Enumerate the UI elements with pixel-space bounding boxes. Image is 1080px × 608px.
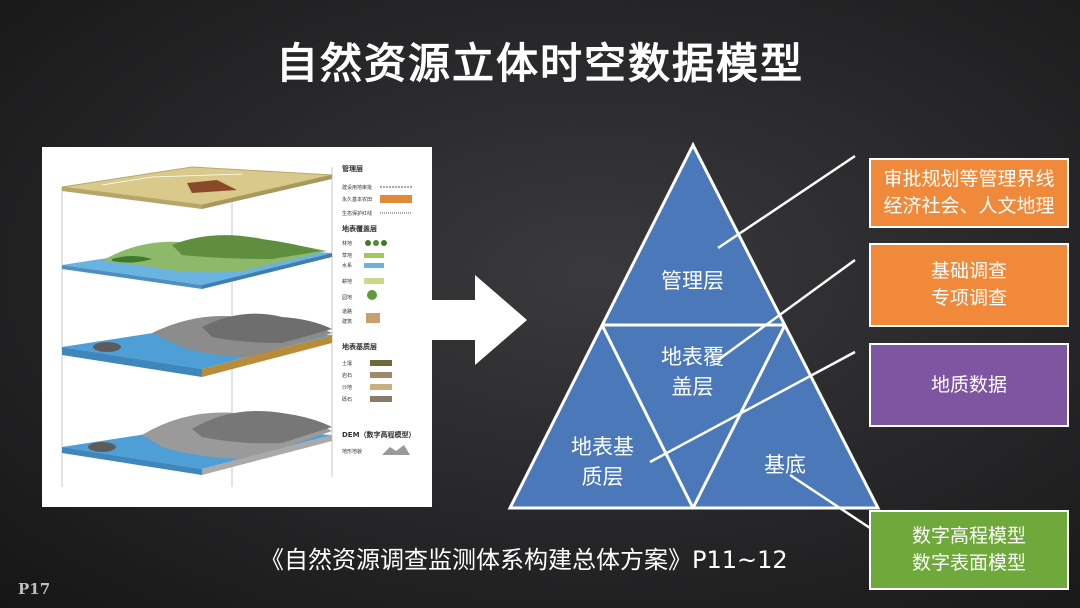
pyramid-label-middle-line1: 地表覆	[661, 345, 724, 369]
legend-item: 生态保护红线	[342, 210, 372, 217]
box-line: 专项调查	[930, 287, 1007, 309]
legend-item: 砾石	[342, 396, 352, 403]
legend-item: 建筑	[342, 318, 352, 325]
legend-item: 水系	[342, 262, 352, 269]
pyramid-label-top: 管理层	[661, 269, 724, 293]
legend-item: 永久基本农田	[342, 196, 372, 203]
box-line: 审批规划等管理界线	[883, 168, 1055, 190]
box-line: 地质数据	[930, 373, 1007, 396]
box-management-boundaries: 审批规划等管理界线 经济社会、人文地理	[869, 158, 1069, 228]
box-geology-data: 地质数据	[869, 343, 1069, 427]
legend-heading-surface-cover: 地表覆盖层	[342, 224, 377, 233]
box-line: 数字表面模型	[911, 552, 1026, 574]
box-line: 数字高程模型	[911, 525, 1026, 547]
legend-item: 建设用地审批	[342, 184, 372, 191]
pyramid-label-bottom-right: 基底	[764, 453, 806, 477]
surface-cover-layer	[62, 235, 332, 289]
page-number: P17	[18, 580, 51, 598]
box-line: 经济社会、人文地理	[883, 195, 1055, 217]
legend-heading-substrate: 地表基质层	[342, 342, 377, 351]
dem-layer	[62, 411, 332, 475]
box-elevation-models: 数字高程模型 数字表面模型	[869, 510, 1069, 590]
pyramid-label-bottom-left-line2: 质层	[581, 465, 624, 489]
pyramid-label-middle-line2: 盖层	[671, 375, 714, 399]
legend-heading-dem: DEM（数字高程模型）	[342, 430, 416, 439]
layer-stack-svg: 管理层 建设用地审批 永久基本农田 生态保护红线 地表覆盖层 林地 草地 水系 …	[61, 164, 416, 487]
right-arrow-icon	[415, 275, 527, 365]
legend-item: 草地	[342, 252, 352, 259]
slide-title: 自然资源立体时空数据模型	[275, 39, 804, 88]
legend-item: 沙地	[342, 384, 352, 391]
legend-item: 耕地	[342, 278, 352, 285]
pyramid-label-bottom-left: 地表基 质层	[550, 432, 655, 492]
box-surveys: 基础调查 专项调查	[869, 243, 1069, 327]
management-layer	[61, 166, 333, 209]
pyramid-label-middle: 地表覆 盖层	[640, 342, 745, 402]
pyramid-label-bottom-left-line1: 地表基	[571, 435, 634, 459]
legend-item: 岩石	[342, 372, 352, 379]
legend-heading-management: 管理层	[342, 164, 363, 173]
citation: 《自然资源调查监测体系构建总体方案》P11~12	[260, 546, 788, 574]
box-line: 基础调查	[930, 260, 1007, 282]
layer-stack-figure: 管理层 建设用地审批 永久基本农田 生态保护红线 地表覆盖层 林地 草地 水系 …	[42, 147, 432, 507]
legend-item: 道路	[342, 308, 352, 315]
legend-item: 土壤	[342, 360, 352, 367]
surface-substrate-layer	[62, 313, 332, 377]
legend-item: 林地	[342, 240, 352, 247]
legend-item: 地形地貌	[342, 448, 362, 455]
legend-item: 园地	[342, 294, 352, 301]
